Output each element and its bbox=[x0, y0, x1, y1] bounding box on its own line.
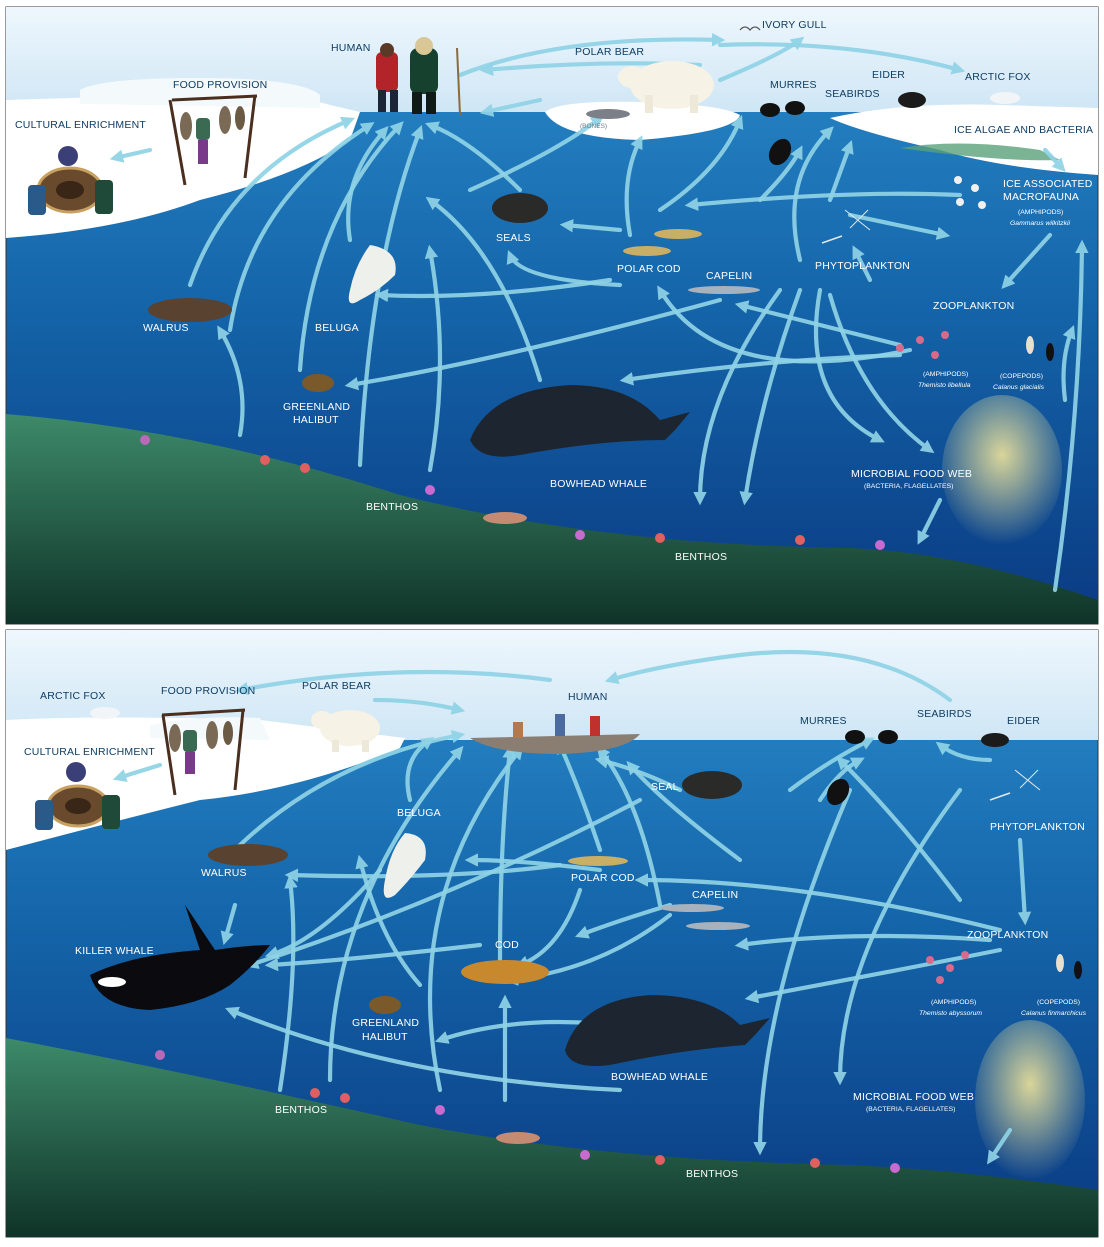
label-amphipods-species: Themisto libellula bbox=[918, 382, 971, 389]
capelin-icon bbox=[688, 286, 760, 294]
label-benthos-right-bottom: BENTHOS bbox=[686, 1168, 738, 1180]
label-amphipods: (AMPHIPODS) bbox=[923, 371, 968, 378]
label-microbial-sub: (BACTERIA, FLAGELLATES) bbox=[864, 483, 953, 490]
label-seabirds: SEABIRDS bbox=[825, 88, 880, 100]
eider-icon-bottom bbox=[981, 733, 1009, 747]
label-ivory-gull: IVORY GULL bbox=[762, 19, 827, 31]
label-microbial: MICROBIAL FOOD WEB bbox=[851, 468, 972, 480]
label-seabirds-bottom: SEABIRDS bbox=[917, 708, 972, 720]
label-food-provision-bottom: FOOD PROVISION bbox=[161, 685, 255, 697]
label-greenland-halibut-1: GREENLAND bbox=[283, 401, 350, 413]
label-microbial-bottom: MICROBIAL FOOD WEB bbox=[853, 1091, 974, 1103]
label-greenland-halibut-2-bottom: HALIBUT bbox=[362, 1031, 408, 1043]
arctic-fox-icon-bottom bbox=[90, 707, 120, 719]
greenland-halibut-icon-bottom bbox=[369, 996, 401, 1014]
label-ice-amphipods-species: Gammarus wilkitzkii bbox=[1010, 220, 1071, 227]
label-arctic-fox: ARCTIC FOX bbox=[965, 71, 1031, 83]
label-murres-bottom: MURRES bbox=[800, 715, 847, 727]
walrus-icon bbox=[148, 298, 232, 322]
label-cultural-enrichment-bottom: CULTURAL ENRICHMENT bbox=[24, 746, 155, 758]
label-human: HUMAN bbox=[331, 42, 371, 54]
label-copepods: (COPEPODS) bbox=[1000, 373, 1043, 380]
label-bowhead-whale: BOWHEAD WHALE bbox=[550, 478, 647, 490]
label-ice-algae: ICE ALGAE AND BACTERIA bbox=[954, 124, 1093, 136]
label-benthos-right: BENTHOS bbox=[675, 551, 727, 563]
label-murres: MURRES bbox=[770, 79, 817, 91]
bones-icon bbox=[586, 109, 630, 119]
label-arctic-fox-bottom: ARCTIC FOX bbox=[40, 690, 106, 702]
greenland-halibut-icon bbox=[302, 374, 334, 392]
label-microbial-sub-bottom: (BACTERIA, FLAGELLATES) bbox=[866, 1106, 955, 1113]
label-benthos-left: BENTHOS bbox=[366, 501, 418, 513]
label-cod: COD bbox=[495, 939, 519, 951]
sculpin-icon-bottom bbox=[496, 1132, 540, 1144]
label-human-bottom: HUMAN bbox=[568, 691, 608, 703]
seal-icon bbox=[492, 193, 548, 223]
label-polar-cod: POLAR COD bbox=[617, 263, 681, 275]
label-cultural-enrichment: CULTURAL ENRICHMENT bbox=[15, 119, 146, 131]
label-polar-cod-bottom: POLAR COD bbox=[571, 872, 635, 884]
label-seals: SEALS bbox=[496, 232, 531, 244]
label-phytoplankton-bottom: PHYTOPLANKTON bbox=[990, 821, 1085, 833]
label-copepods-species-bottom: Calanus finmarchicus bbox=[1021, 1010, 1087, 1017]
label-eider: EIDER bbox=[872, 69, 905, 81]
walrus-icon-bottom bbox=[208, 844, 288, 866]
label-eider-bottom: EIDER bbox=[1007, 715, 1040, 727]
label-bowhead-whale-bottom: BOWHEAD WHALE bbox=[611, 1071, 708, 1083]
label-beluga: BELUGA bbox=[315, 322, 359, 334]
label-benthos-left-bottom: BENTHOS bbox=[275, 1104, 327, 1116]
bottom-panel: ARCTIC FOX FOOD PROVISION POLAR BEAR HUM… bbox=[6, 630, 1098, 1237]
label-walrus: WALRUS bbox=[143, 322, 189, 334]
cod-icon bbox=[461, 960, 549, 984]
label-walrus-bottom: WALRUS bbox=[201, 867, 247, 879]
label-greenland-halibut-1-bottom: GREENLAND bbox=[352, 1017, 419, 1029]
label-polar-bear-bottom: POLAR BEAR bbox=[302, 680, 371, 692]
eider-icon bbox=[898, 92, 926, 108]
label-polar-bear: POLAR BEAR bbox=[575, 46, 644, 58]
arctic-fox-icon bbox=[990, 92, 1020, 104]
label-zooplankton: ZOOPLANKTON bbox=[933, 300, 1014, 312]
label-copepods-species: Calanus glacialis bbox=[993, 384, 1045, 391]
label-amphipods-bottom: (AMPHIPODS) bbox=[931, 999, 976, 1006]
seal-icon-bottom bbox=[682, 771, 742, 799]
label-seal-bottom: SEAL bbox=[651, 781, 679, 793]
label-phytoplankton: PHYTOPLANKTON bbox=[815, 260, 910, 272]
label-capelin-bottom: CAPELIN bbox=[692, 889, 738, 901]
top-panel: HUMAN FOOD PROVISION CULTURAL ENRICHMENT… bbox=[6, 7, 1098, 624]
label-greenland-halibut-2: HALIBUT bbox=[293, 414, 339, 426]
label-amphipods-species-bottom: Themisto abyssorum bbox=[919, 1010, 982, 1017]
label-ice-amphipods: (AMPHIPODS) bbox=[1018, 209, 1063, 216]
sculpin-icon bbox=[483, 512, 527, 524]
label-killer-whale: KILLER WHALE bbox=[75, 945, 154, 957]
label-zooplankton-bottom: ZOOPLANKTON bbox=[967, 929, 1048, 941]
label-capelin: CAPELIN bbox=[706, 270, 752, 282]
label-bones: (BONES) bbox=[580, 123, 607, 130]
polar-cod-icon-bottom bbox=[568, 856, 628, 866]
label-beluga-bottom: BELUGA bbox=[397, 807, 441, 819]
label-ice-macrofauna-2: MACROFAUNA bbox=[1003, 191, 1079, 203]
label-ice-macrofauna-1: ICE ASSOCIATED bbox=[1003, 178, 1093, 190]
label-copepods-bottom: (COPEPODS) bbox=[1037, 999, 1080, 1006]
label-food-provision: FOOD PROVISION bbox=[173, 79, 267, 91]
